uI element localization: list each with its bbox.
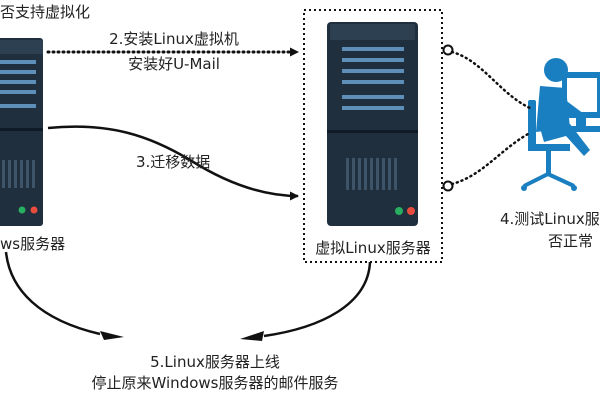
virtual-linux-server-label: 虚拟Linux服务器 [315,239,431,257]
step2-caption-line1: 2.安装Linux虚拟机 [109,30,239,48]
arrow-step3 [47,125,299,201]
step4-caption-line1: 4.测试Linux服 [500,210,600,228]
virtual-linux-server-icon [303,9,443,263]
test-connector-bottom [442,132,530,192]
arrow-step5 [4,251,372,341]
windows-server-label: ws服务器 [0,235,66,253]
computer-user-icon [521,58,600,191]
step5-caption-line2: 停止原来Windows服务器的邮件服务 [91,374,339,392]
test-connector-top [442,44,532,110]
step1-caption: 否支持虚拟化 [0,3,91,21]
step2-caption-line2: 安装好U-Mail [128,55,220,73]
step5-caption-line1: 5.Linux服务器上线 [150,353,280,371]
step4-caption-line2: 否正常 [548,232,594,250]
windows-server-icon [0,38,43,226]
step3-caption: 3.迁移数据 [136,153,211,171]
